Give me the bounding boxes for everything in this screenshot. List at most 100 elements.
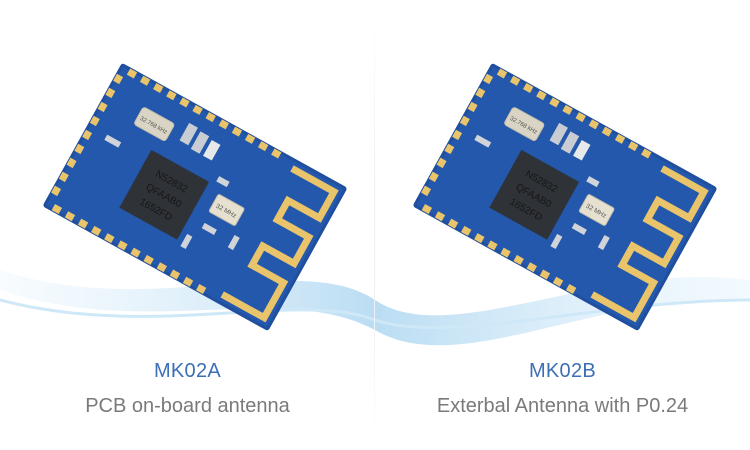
pad: [153, 83, 164, 94]
smd-component: [180, 233, 193, 249]
pad: [89, 115, 100, 127]
pad: [58, 171, 69, 183]
pad: [641, 148, 652, 159]
smd-component: [201, 222, 217, 235]
smd-component: [216, 176, 230, 188]
pad: [126, 68, 138, 79]
smd-component: [474, 134, 492, 148]
pads: [51, 68, 282, 295]
pad: [539, 269, 551, 280]
pad: [51, 204, 63, 215]
pad: [601, 126, 613, 137]
crystal-small: [134, 107, 175, 141]
model-name-right: MK02B: [528, 360, 597, 382]
pad: [130, 247, 141, 258]
smd-component: [571, 222, 587, 235]
pad: [143, 254, 154, 265]
model-name-left: MK02A: [153, 360, 222, 382]
pad: [552, 276, 564, 287]
pad: [475, 87, 486, 99]
description-right: Exterbal Antenna with P0.24: [436, 395, 689, 417]
smd-component: [573, 139, 591, 161]
pad: [452, 129, 463, 141]
pad: [64, 211, 76, 222]
pad: [526, 262, 537, 273]
pad: [195, 284, 207, 295]
pad: [434, 211, 446, 222]
pad: [156, 262, 167, 273]
pcb-antenna: [220, 165, 339, 323]
smd-component: [597, 234, 610, 251]
pad: [421, 185, 432, 197]
smd-component: [104, 134, 122, 148]
module-mk02b: N52832 QFAAB0 1652FD 32.768 kHz 32 MHz: [413, 63, 717, 331]
smd-component: [179, 122, 198, 146]
pad: [257, 141, 269, 152]
pad: [182, 276, 194, 287]
pad: [97, 101, 108, 113]
description-left: PCB on-board antenna: [85, 395, 290, 417]
pcb-antenna: [590, 165, 709, 323]
pad: [487, 240, 498, 251]
pad: [436, 157, 447, 169]
pad: [421, 204, 433, 215]
pad: [169, 269, 181, 280]
crystal-large: [208, 194, 245, 226]
pad: [77, 218, 89, 229]
pad: [271, 148, 282, 159]
module-mk02a: N52832 QFAAB0 1652FD 32.768 kHz 32 MHz: [43, 63, 347, 331]
smd-component: [560, 131, 580, 154]
pad: [428, 171, 439, 183]
pad: [117, 240, 128, 251]
pad: [218, 119, 230, 130]
pad: [139, 75, 151, 86]
pad: [113, 73, 124, 85]
smd-component: [550, 233, 563, 249]
pad: [500, 247, 511, 258]
wave-decoration: [0, 270, 750, 346]
pad: [166, 90, 177, 101]
pad: [627, 141, 639, 152]
pad: [244, 133, 256, 144]
pad: [205, 112, 216, 123]
pad: [66, 157, 77, 169]
pad: [588, 119, 600, 130]
pad: [565, 284, 577, 295]
pad: [179, 97, 190, 108]
pads: [421, 68, 652, 295]
pad: [444, 143, 455, 155]
smd-component: [227, 234, 240, 251]
pad: [523, 83, 534, 94]
pad: [575, 112, 586, 123]
pad: [509, 75, 521, 86]
pad: [549, 97, 560, 108]
chip: [119, 149, 210, 240]
pad: [474, 233, 485, 244]
pad: [614, 133, 626, 144]
smd-component: [203, 139, 221, 161]
pad: [483, 73, 494, 85]
pad: [467, 101, 478, 113]
pad: [459, 115, 470, 127]
pad: [496, 68, 508, 79]
pad: [105, 87, 116, 99]
pad: [536, 90, 547, 101]
crystal-large: [578, 194, 615, 226]
divider: [374, 0, 375, 450]
pad: [192, 104, 203, 115]
pad: [562, 104, 573, 115]
pad: [51, 185, 62, 197]
chip: [489, 149, 580, 240]
crystal-small: [504, 107, 545, 141]
pad: [91, 225, 102, 236]
pad: [447, 218, 459, 229]
pad: [104, 233, 115, 244]
pad: [74, 143, 85, 155]
pad: [231, 126, 243, 137]
pad: [513, 254, 524, 265]
pad: [82, 129, 93, 141]
smd-component: [190, 131, 210, 154]
pad: [461, 225, 472, 236]
smd-component: [549, 122, 568, 146]
